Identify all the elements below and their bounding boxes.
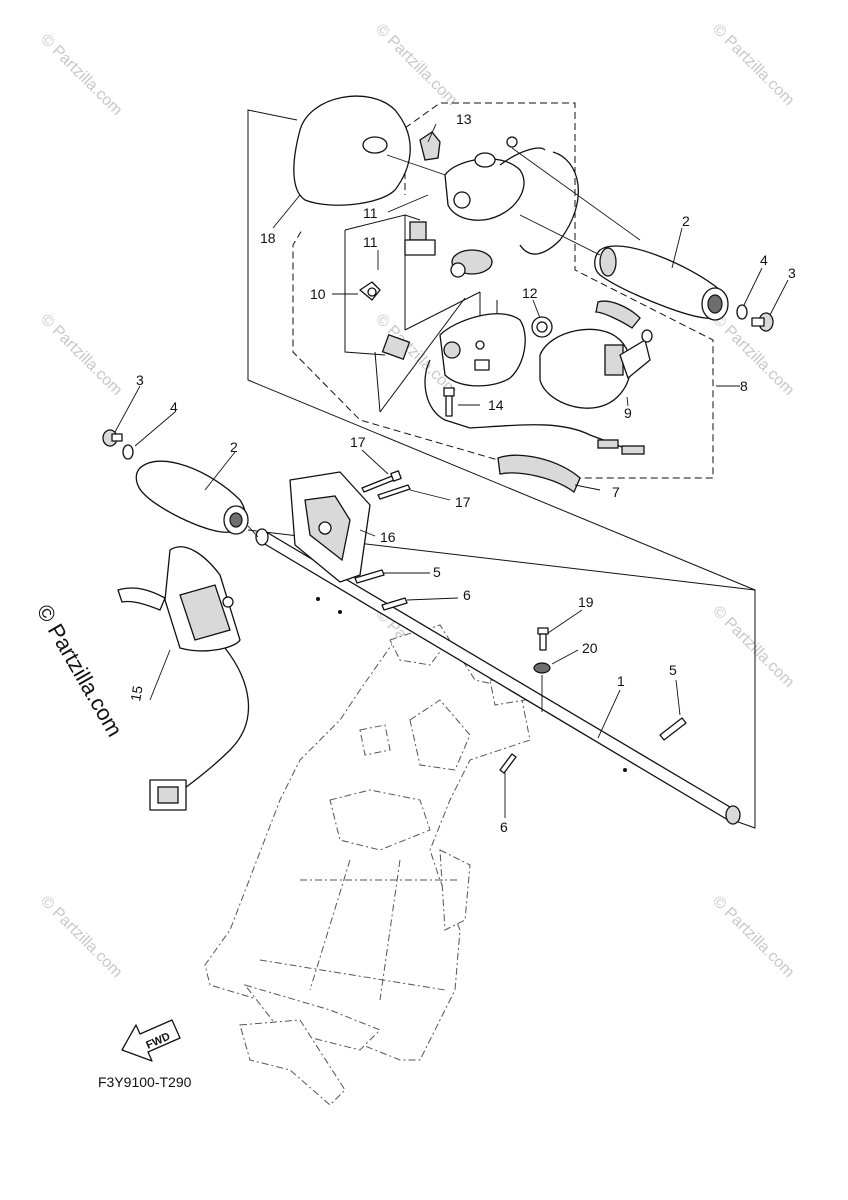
handlebar-tube: [255, 528, 741, 825]
callout-6-lower: 6: [500, 819, 508, 835]
left-end-cap: [102, 429, 123, 447]
watermark: © Partzilla.com: [37, 893, 125, 981]
watermark: © Partzilla.com: [37, 311, 125, 399]
callout-7: 7: [612, 484, 620, 500]
callout-10: 10: [310, 286, 326, 302]
return-spring: [595, 300, 641, 329]
screw-6b: [499, 753, 517, 774]
callout-9: 9: [624, 405, 632, 421]
watermark: © Partzilla.com: [709, 21, 797, 109]
watermark: © Partzilla.com: [37, 31, 125, 119]
callout-2-left: 2: [230, 439, 238, 455]
callout-5-upper: 5: [433, 564, 441, 580]
callout-3-left: 3: [136, 372, 144, 388]
screw-17a: [361, 470, 402, 493]
screw-17b: [377, 484, 411, 500]
callout-2-right: 2: [682, 213, 690, 229]
callout-13: 13: [456, 111, 472, 127]
left-grip: [135, 460, 259, 538]
callout-17-upper: 17: [350, 434, 366, 450]
callout-6-upper: 6: [463, 587, 471, 603]
switch-wire: [519, 151, 579, 255]
callout-labels: 18 13 2 4 3 11 11 10 12 8 9 14 3 4 2 17 …: [127, 111, 796, 835]
left-switch-housing: [117, 546, 250, 811]
screw-6a: [381, 597, 408, 611]
grommet-12: [531, 316, 553, 338]
callout-11-lower: 11: [363, 234, 378, 250]
callout-15: 15: [127, 684, 145, 702]
rubber-cap: [419, 131, 441, 161]
callout-5-lower: 5: [669, 662, 677, 678]
switch-housing: [444, 136, 641, 241]
callout-4-right: 4: [760, 252, 768, 268]
screw-5b: [659, 717, 687, 741]
right-grip: [519, 214, 729, 321]
partzilla-watermark: © Partzilla.com: [32, 600, 128, 741]
base-wire: [424, 359, 471, 429]
washer-20: [533, 662, 551, 712]
callout-4-left: 4: [170, 399, 178, 415]
screw-14: [443, 387, 455, 417]
switch-unit: [359, 221, 436, 361]
callout-1: 1: [617, 673, 625, 689]
switch-cover: [293, 95, 461, 206]
watermark: © Partzilla.com: [709, 603, 797, 691]
left-washer: [122, 444, 134, 460]
throttle-switch: [469, 328, 653, 455]
callout-14: 14: [488, 397, 504, 413]
spring-coil: [450, 249, 493, 278]
fwd-arrow: FWD: [121, 1019, 181, 1062]
callout-17-lower: 17: [455, 494, 471, 510]
callout-3-right: 3: [788, 265, 796, 281]
callout-12: 12: [522, 285, 538, 301]
callout-11-upper: 11: [363, 205, 378, 221]
right-end-cap: [751, 312, 774, 332]
callout-20: 20: [582, 640, 598, 656]
bolt-19: [537, 627, 549, 651]
steering-column-frame: [204, 624, 531, 1106]
callout-8: 8: [740, 378, 748, 394]
callout-19: 19: [578, 594, 594, 610]
watermark: © Partzilla.com: [372, 21, 460, 109]
watermark: © Partzilla.com: [709, 893, 797, 981]
drawing-code: F3Y9100-T290: [98, 1074, 192, 1090]
switch-base: [439, 313, 526, 387]
cable-sleeve: [497, 454, 601, 494]
callout-18: 18: [260, 230, 276, 246]
switch-bracket: [289, 471, 371, 583]
callout-16: 16: [380, 529, 396, 545]
screw-5a: [354, 569, 385, 584]
right-washer: [736, 304, 748, 320]
leader-lines: [114, 123, 789, 818]
